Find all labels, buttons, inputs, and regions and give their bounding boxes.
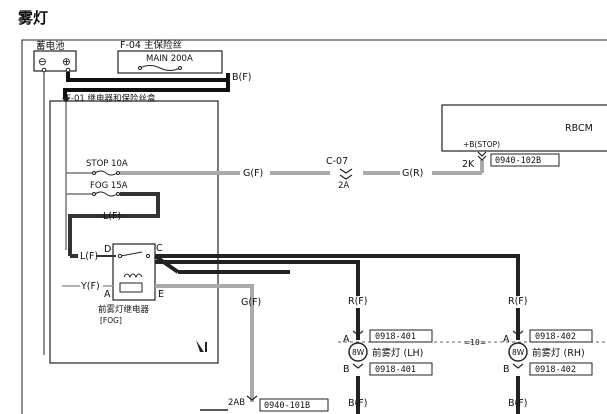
main-fuse-rating: MAIN 200A — [146, 54, 193, 64]
wire-label-stop-out: G(F) — [243, 168, 263, 179]
connector-c07-id: C-07 — [326, 156, 348, 167]
bottom-connector: 2AB 0940-101B — [200, 395, 329, 412]
relay-e-wire — [155, 284, 254, 402]
wire-label-fog-fuse-out: L(F) — [103, 211, 121, 222]
lamp-lh-name: 前雾灯 (LH) — [372, 347, 423, 359]
relay-pin-d: D — [104, 244, 111, 255]
relay-code: [FOG] — [100, 316, 122, 325]
rbcm-connector: 0940-102B — [495, 156, 541, 166]
lamp-lh-power: 8W — [352, 348, 365, 357]
main-fuse: F-04 主保险丝 MAIN 200A — [117, 39, 223, 74]
relay-resistor — [119, 282, 143, 293]
rbcm-pin-label: +B(STOP) — [463, 140, 500, 149]
fog-lamp-lh: A 0918-401 8W 前雾灯 (LH) B 0918-401 — [343, 329, 433, 414]
battery-minus-icon: ⊖ — [38, 56, 47, 68]
stop-fuse-circuit: STOP 10A — [66, 159, 484, 176]
fuse-box-outline — [49, 100, 219, 364]
lamp-rh-conn-top: 0918-402 — [535, 332, 576, 342]
main-fuse-symbol — [139, 65, 181, 71]
relay-pin-a: A — [104, 289, 111, 300]
wire-label-lamp-lh-out: B(F) — [348, 398, 367, 409]
battery: 蓄电池 ⊖ ⊕ — [33, 40, 77, 73]
relay-pin-c: C — [156, 243, 163, 254]
battery-plus-icon: ⊕ — [62, 56, 71, 68]
diagram-frame — [21, 39, 607, 414]
main-fuse-box — [117, 50, 223, 74]
lamp-lh-bulb-icon — [348, 342, 368, 362]
fog-fuse-rating: FOG 15A — [90, 181, 128, 191]
rbcm-pin: 2K — [462, 159, 475, 170]
wire-label-stop-rbcm: G(R) — [402, 168, 423, 179]
lamp-rh-pin-a: A — [503, 334, 510, 345]
lamp-group-note: =10= — [464, 338, 486, 347]
lamp-lh-pin-a: A — [343, 334, 350, 345]
front-fog-relay: L(F) D C Y(F) A E 前雾灯继电器 [FOG] — [62, 243, 164, 325]
rbcm-label: RBCM — [565, 123, 593, 134]
lamp-rh-name: 前雾灯 (RH) — [532, 347, 585, 359]
lamp-rh-pin-b: B — [503, 364, 510, 375]
rbcm-box — [441, 104, 607, 152]
bottom-connector-id: 0940-101B — [264, 401, 310, 411]
rbcm-module: RBCM +B(STOP) 2K 0940-102B — [441, 104, 607, 170]
battery-terminal-minus — [41, 67, 47, 73]
lamp-lh-pin-b: B — [343, 364, 350, 375]
bottom-connector-pin: 2AB — [228, 398, 245, 408]
main-fuse-id: F-04 主保险丝 — [120, 39, 182, 51]
lamp-rh-conn-bottom: 0918-402 — [535, 365, 576, 375]
stop-fuse-symbol — [94, 170, 118, 176]
battery-body — [33, 50, 77, 72]
battery-label: 蓄电池 — [36, 40, 65, 52]
wire-label-relay-a: Y(F) — [80, 281, 100, 292]
fuse-box-label: F-01 继电器和保险丝盒 — [66, 93, 156, 104]
wire-label-relay-d: L(F) — [80, 251, 98, 262]
relay-name: 前雾灯继电器 — [98, 304, 150, 315]
battery-terminal-plus — [65, 67, 71, 73]
battery-main-wires — [63, 72, 230, 99]
wire-label-lamp-lh-in: R(F) — [348, 296, 367, 307]
wire-label-relay-e: G(F) — [241, 297, 261, 308]
fog-lamp-rh: A 0918-402 8W 前雾灯 (RH) B 0918-402 — [503, 329, 593, 414]
fog-fuse-symbol — [94, 191, 118, 197]
wire-label-battery-out: B(F) — [232, 72, 251, 83]
fuse-relay-box: F-01 继电器和保险丝盒 — [49, 93, 219, 364]
diagram-title: 雾灯 — [17, 9, 48, 27]
connector-c07-pin: 2A — [338, 181, 349, 191]
relay-pin-e: E — [158, 289, 164, 300]
lamp-rh-bulb-icon — [508, 342, 528, 362]
lamp-lh-conn-top: 0918-401 — [375, 332, 416, 342]
wire-label-lamp-rh-in: R(F) — [508, 296, 527, 307]
relay-coil — [123, 273, 143, 279]
lamp-rh-power: 8W — [512, 348, 525, 357]
stop-fuse-rating: STOP 10A — [86, 159, 128, 169]
fog-fuse-circuit: FOG 15A — [66, 181, 160, 256]
lamp-lh-conn-bottom: 0918-401 — [375, 365, 416, 375]
wire-label-lamp-rh-out: B(F) — [508, 398, 527, 409]
relay-output-wires — [153, 254, 520, 296]
